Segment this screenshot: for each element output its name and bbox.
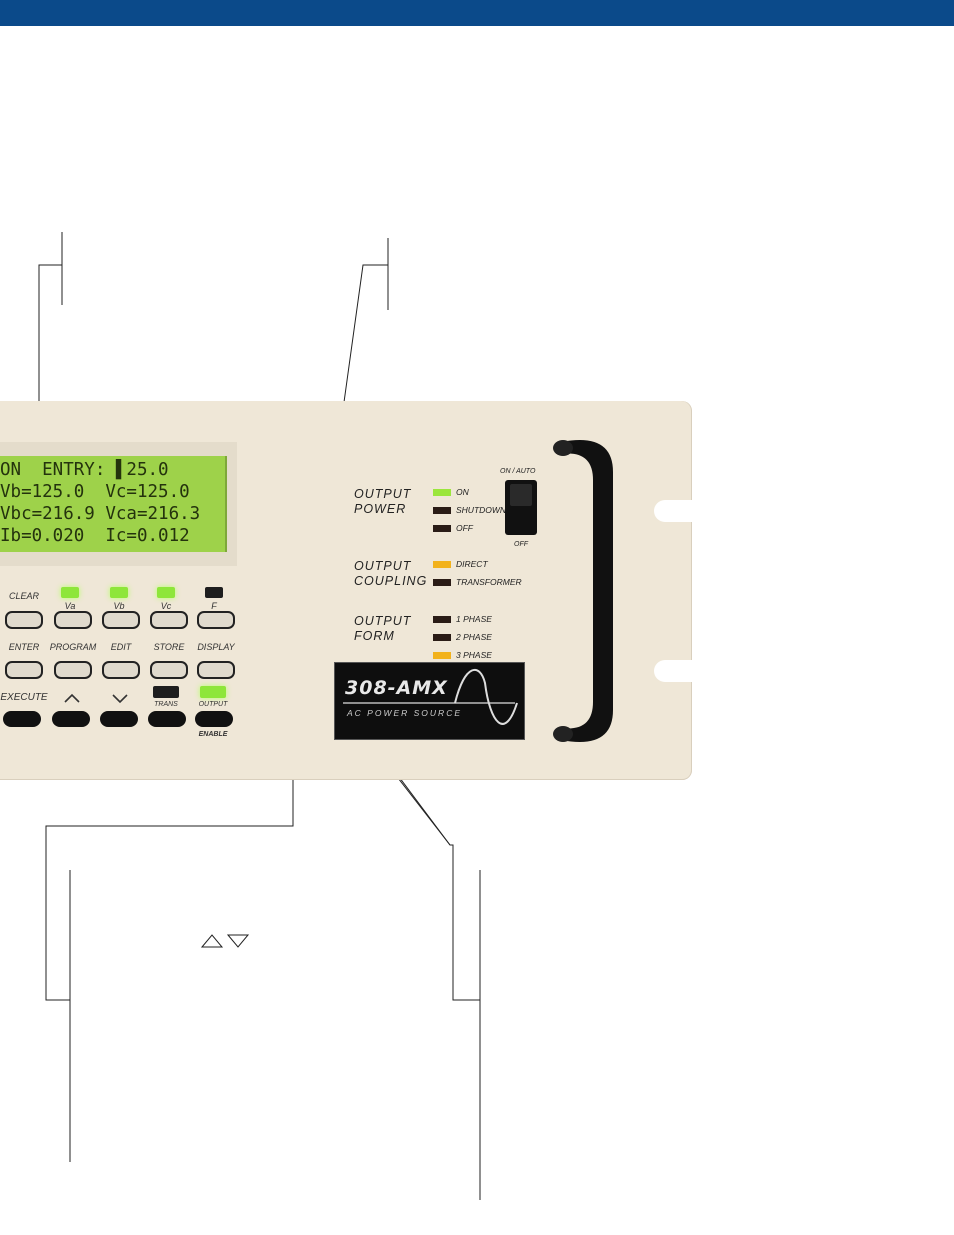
lcd-display: ON ENTRY: ▌25.0 Vb=125.0 Vc=125.0 Vbc=21…: [0, 456, 227, 552]
form-2phase-label: 2 PHASE: [456, 632, 492, 642]
store-button[interactable]: [150, 661, 188, 679]
up-button[interactable]: [52, 711, 90, 727]
f-led: [205, 587, 223, 598]
output-enable-button[interactable]: [195, 711, 233, 727]
switch-rocker: [510, 484, 532, 506]
lcd-line-4: Ib=0.020 Ic=0.012: [0, 526, 190, 546]
header-bar: [0, 0, 954, 26]
clear-button[interactable]: [5, 611, 43, 629]
coupling-direct-label: DIRECT: [456, 559, 488, 569]
execute-key-label: EXECUTE: [0, 692, 48, 703]
enable-label: ENABLE: [198, 731, 228, 738]
switch-bottom-label: OFF: [514, 541, 528, 548]
display-button[interactable]: [197, 661, 235, 679]
power-on-indicator: [433, 489, 451, 496]
lcd-line-1: ON ENTRY: ▌25.0: [0, 460, 169, 480]
vc-button[interactable]: [150, 611, 188, 629]
trans-key-label: TRANS: [154, 701, 178, 708]
model-name: 308-AMX: [345, 677, 448, 699]
enter-key-label: ENTER: [8, 642, 40, 652]
edit-button[interactable]: [102, 661, 140, 679]
coupling-direct-indicator: [433, 561, 451, 568]
lcd-line-3: Vbc=216.9 Vca=216.3: [0, 504, 201, 524]
power-off-label: OFF: [456, 523, 473, 533]
sine-wave-icon: [343, 668, 518, 725]
output-led: [200, 686, 226, 698]
enter-button[interactable]: [5, 661, 43, 679]
va-led: [61, 587, 79, 598]
power-shutdown-indicator: [433, 507, 451, 514]
display-key-label: DISPLAY: [197, 642, 235, 652]
up-down-arrows-icon: [200, 934, 250, 948]
edit-key-label: EDIT: [110, 642, 132, 652]
form-1phase-label: 1 PHASE: [456, 614, 492, 624]
model-badge: 308-AMX AC POWER SOURCE: [334, 662, 525, 740]
va-label: Va: [64, 601, 76, 611]
vb-button[interactable]: [102, 611, 140, 629]
output-key-label: OUTPUT: [198, 701, 228, 708]
vb-led: [110, 587, 128, 598]
up-arrow-icon: [64, 693, 80, 703]
coupling-transformer-indicator: [433, 579, 451, 586]
model-subtitle: AC POWER SOURCE: [347, 708, 463, 718]
vc-label: Vc: [160, 601, 172, 611]
power-on-label: ON: [456, 487, 469, 497]
program-key-label: PROGRAM: [49, 642, 97, 652]
rack-slot-upper: [654, 500, 694, 522]
coupling-transformer-label: TRANSFORMER: [456, 577, 522, 587]
form-3phase-indicator: [433, 652, 451, 659]
down-arrow-icon: [112, 694, 128, 704]
clear-key-label: CLEAR: [8, 591, 39, 601]
rack-handle[interactable]: [553, 432, 619, 750]
trans-led: [153, 686, 179, 698]
execute-button[interactable]: [3, 711, 41, 727]
program-button[interactable]: [54, 661, 92, 679]
down-button[interactable]: [100, 711, 138, 727]
lcd-bezel: ON ENTRY: ▌25.0 Vb=125.0 Vc=125.0 Vbc=21…: [0, 442, 237, 566]
va-button[interactable]: [54, 611, 92, 629]
form-1phase-indicator: [433, 616, 451, 623]
power-switch[interactable]: [505, 480, 537, 535]
vc-led: [157, 587, 175, 598]
vb-label: Vb: [113, 601, 125, 611]
switch-top-label: ON / AUTO: [500, 468, 536, 475]
store-key-label: STORE: [153, 642, 185, 652]
f-label: F: [211, 601, 217, 611]
form-3phase-label: 3 PHASE: [456, 650, 492, 660]
power-off-indicator: [433, 525, 451, 532]
trans-button[interactable]: [148, 711, 186, 727]
power-shutdown-label: SHUTDOWN: [456, 505, 507, 515]
form-2phase-indicator: [433, 634, 451, 641]
f-button[interactable]: [197, 611, 235, 629]
rack-slot-lower: [654, 660, 694, 682]
lcd-line-2: Vb=125.0 Vc=125.0: [0, 482, 190, 502]
